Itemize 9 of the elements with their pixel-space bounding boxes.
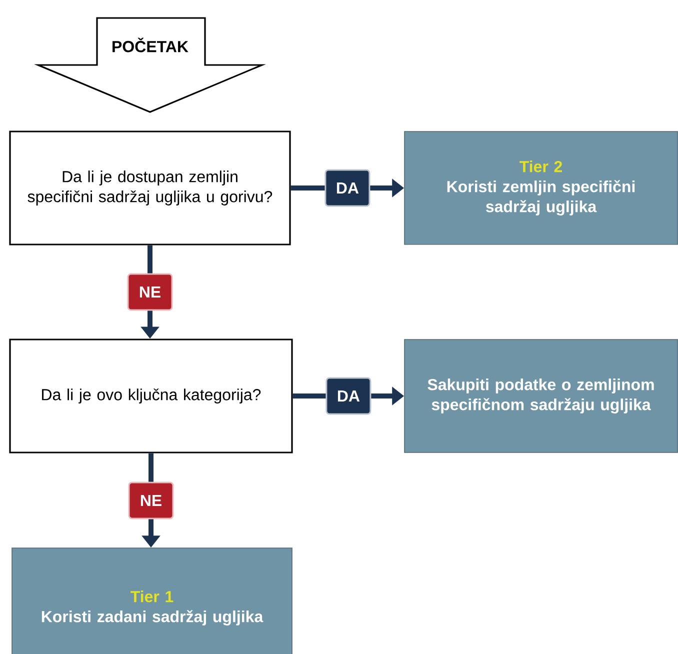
decision-box: Da li je ovo ključna kategorija? — [9, 338, 293, 454]
result-box: Tier 1 Koristi zadani sadržaj ugljika — [12, 548, 292, 654]
result-box: Sakupiti podatke o zemljinom specifičnom sadržaju ugljika — [404, 339, 678, 453]
edge-label: DA — [324, 169, 370, 207]
edge-label: NE — [127, 273, 173, 311]
edge-label: NE — [128, 482, 174, 520]
result-box: Tier 2 Koristi zemljin specifični sadržaj ugljika — [404, 131, 678, 245]
decision-box: Da li je dostupan zemljin specifični sadržaj ugljika u gorivu? — [9, 130, 291, 246]
edge-label: DA — [326, 377, 372, 415]
